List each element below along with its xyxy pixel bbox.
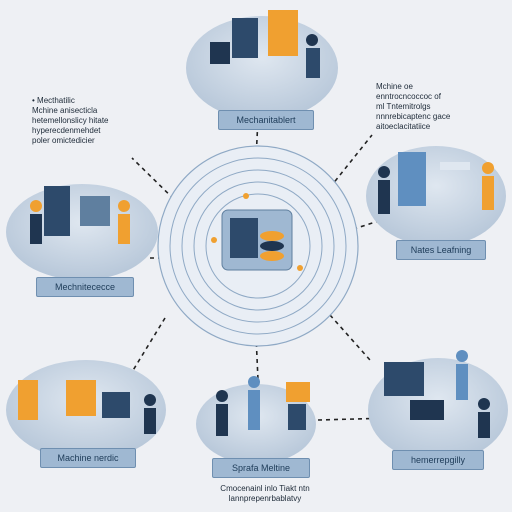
scene-bottom-center	[196, 376, 316, 464]
scene-bottom-right	[368, 350, 508, 462]
label-bottom-center: Sprafa Meltine	[212, 458, 310, 478]
note-top-left: • Mecthatilic Mchine anisecticla hetemel…	[32, 96, 109, 145]
label-bottom-right: hemerrepgilly	[392, 450, 484, 470]
scene-left	[6, 184, 158, 280]
connector-bottom-left	[131, 317, 166, 373]
label-bottom-left: Machine nerdic	[40, 448, 136, 468]
label-left: Mechnitececce	[36, 277, 134, 297]
label-top: Mechanitablert	[218, 110, 314, 130]
scene-right	[366, 146, 506, 246]
note-bottom: Cmocenainl inlo Tiakt ntn lannprepenrbab…	[220, 484, 310, 503]
connector-bottom-right	[329, 314, 371, 361]
label-right: Nates Leafning	[396, 240, 486, 260]
scene-top	[186, 10, 338, 120]
central-hub	[157, 145, 359, 347]
connector-right	[319, 134, 373, 201]
note-top-right: Mchine oe enntrocncoccoc of ml Tntemitro…	[376, 82, 451, 131]
scene-bottom-left	[6, 360, 166, 460]
